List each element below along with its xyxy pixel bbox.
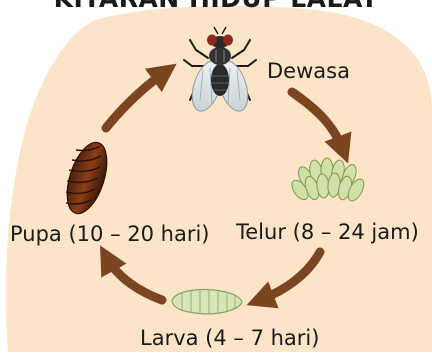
stage-label-adult: Dewasa bbox=[267, 59, 350, 83]
stage-label-pupa: Pupa (10 – 20 hari) bbox=[10, 222, 209, 246]
stage-label-egg: Telur (8 – 24 jam) bbox=[236, 220, 419, 244]
diagram-title: KITARAN HIDUP LALAT bbox=[0, 0, 432, 13]
stage-label-larva: Larva (4 – 7 hari) bbox=[140, 326, 319, 350]
